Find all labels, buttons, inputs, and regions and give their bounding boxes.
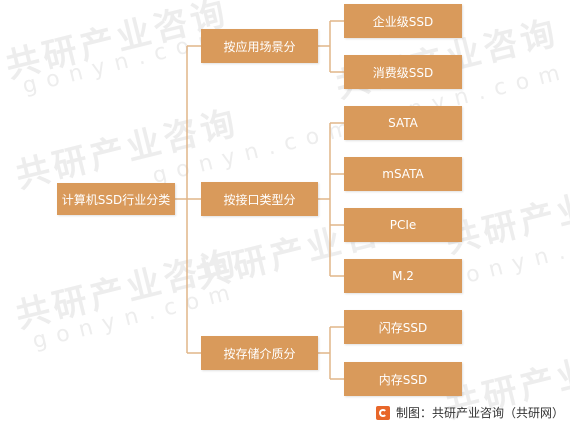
leaf-node-sata: SATA [344,106,462,140]
leaf-node-m2: M.2 [344,259,462,293]
source-credit-text: 制图：共研产业咨询（共研网） [396,406,565,420]
leaf-node-flash-ssd: 闪存SSD [344,310,462,344]
group-node-interface: 按接口类型分 [201,182,318,216]
group-node-application: 按应用场景分 [201,29,318,63]
leaf-node-consumer-ssd: 消费级SSD [344,55,462,89]
logo-icon [376,405,390,420]
leaf-node-dram-ssd: 内存SSD [344,362,462,396]
leaf-node-msata: mSATA [344,157,462,191]
group-node-storage-medium: 按存储介质分 [201,336,318,370]
leaf-node-enterprise-ssd: 企业级SSD [344,4,462,38]
root-node: 计算机SSD行业分类 [57,183,175,215]
source-credit: 制图：共研产业咨询（共研网） [376,404,564,421]
leaf-node-pcie: PCIe [344,208,462,242]
